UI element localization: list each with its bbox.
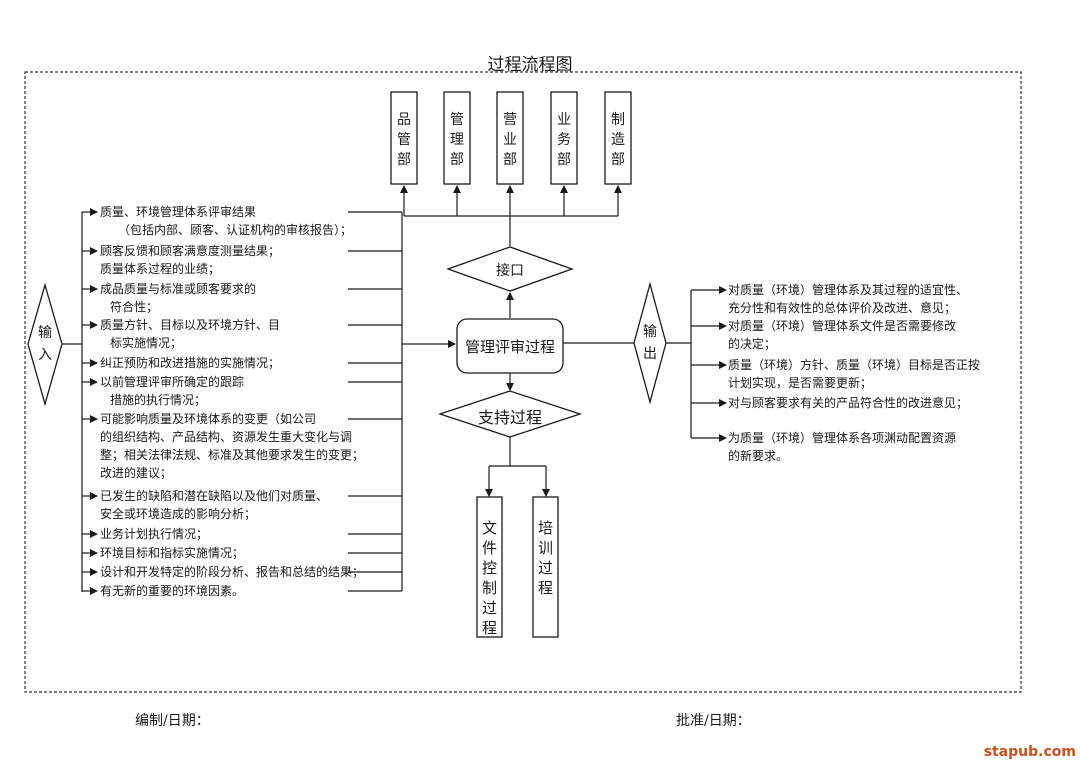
- page-title: 过程流程图: [487, 55, 573, 75]
- support-box-training: [532, 496, 559, 638]
- watermark: stapub.com: [983, 744, 1076, 760]
- department-label: 营业部: [503, 112, 517, 168]
- output-item: 质量（环境）方针、质量（环境）目标是否正按计划实现，是否需要更新；: [728, 358, 981, 390]
- department-label: 业务部: [557, 112, 571, 168]
- input-label: 输入: [38, 325, 52, 363]
- input-bracket: [62, 208, 98, 595]
- input-item: 已发生的缺陷和潜在缺陷以及他们对质量、安全或环境造成的影响分析；: [100, 489, 329, 521]
- input-item: 以前管理评审所确定的跟踪措施的执行情况；: [100, 375, 245, 407]
- output-item: 对质量（环境）管理体系及其过程的适宜性、充分性和有效性的总体评价及改进、意见；: [728, 283, 969, 315]
- interface-diamond: [446, 246, 574, 292]
- output-bracket: [666, 286, 727, 442]
- output-item: 为质量（环境）管理体系各项渊动配置资源的新要求。: [728, 431, 957, 463]
- approved-by-date: 批准/日期：: [676, 713, 751, 729]
- department-box: [390, 91, 418, 185]
- input-item: 环境目标和指标实施情况；: [100, 546, 245, 560]
- output-label: 输出: [643, 324, 657, 362]
- department-connectors: [400, 185, 622, 246]
- input-diamond: [27, 282, 63, 407]
- department-label: 品管部: [397, 112, 411, 168]
- input-item: 质量方针、目标以及环境方针、目标实施情况；: [100, 318, 281, 350]
- department-boxes: [390, 91, 632, 185]
- input-item: 有无新的重要的环境因素。: [100, 584, 245, 598]
- support-label-training: 培训过程: [537, 519, 553, 597]
- department-box: [496, 91, 524, 185]
- output-diamond: [633, 281, 667, 405]
- input-right-ticks: [348, 211, 456, 592]
- output-item: 对与顾客要求有关的产品符合性的改进意见；: [728, 396, 969, 410]
- dashed-frame: [24, 71, 1022, 693]
- support-box-document-control: [476, 496, 503, 638]
- department-label: 制造部: [611, 112, 625, 168]
- input-item: 质量、环境管理体系评审结果（包括内部、顾客、认证机构的审核报告）；: [100, 205, 353, 237]
- input-item: 纠正预防和改进措施的实施情况；: [100, 356, 281, 370]
- prepared-by-date: 编制/日期：: [135, 713, 210, 729]
- department-box: [604, 91, 632, 185]
- input-item: 设计和开发特定的阶段分析、报告和总结的结果；: [100, 565, 365, 579]
- department-box: [550, 91, 578, 185]
- input-item: 可能影响质量及环境体系的变更（如公司的组织结构、产品结构、资源发生重大变化与调整…: [100, 412, 365, 480]
- support-connectors: [485, 437, 550, 497]
- department-label: 管理部: [450, 112, 464, 168]
- department-box: [443, 91, 471, 185]
- input-item: 成品质量与标准或顾客要求的符合性；: [100, 282, 257, 314]
- support-diamond: [437, 390, 583, 438]
- support-label-document-control: 文件控制过程: [481, 519, 497, 637]
- input-item: 业务计划执行情况；: [100, 527, 209, 541]
- interface-label: 接口: [496, 263, 524, 279]
- input-item: 顾客反馈和顾客满意度测量结果；质量体系过程的业绩；: [100, 244, 281, 276]
- output-item: 对质量（环境）管理体系文件是否需要修改的决定；: [728, 319, 957, 351]
- support-process-label: 支持过程: [477, 408, 542, 427]
- center-process-label: 管理评审过程: [464, 338, 555, 356]
